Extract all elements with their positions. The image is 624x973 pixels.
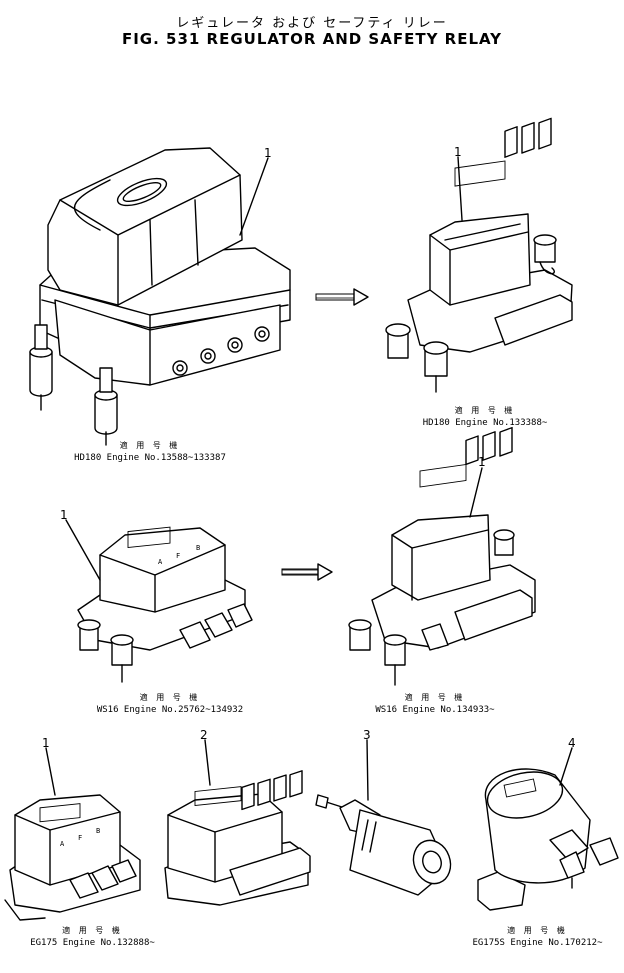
caption-engine-range: HD180 Engine No.13588~133387	[74, 453, 226, 463]
caption-eg175: 適 用 号 機 EG175 Engine No.132888~	[5, 925, 180, 949]
terminal-label-f: F	[176, 552, 181, 560]
caption-ws16-new: 適 用 号 機 WS16 Engine No.134933~	[360, 692, 510, 716]
regulator-eg175	[4, 794, 141, 921]
callout-part-4: 4	[568, 736, 576, 750]
callout-part-1: 1	[478, 455, 486, 469]
caption-engine-range: WS16 Engine No.25762~134932	[96, 705, 244, 715]
caption-hd180-old: 適 用 号 機 HD180 Engine No.13588~133387	[45, 440, 255, 464]
caption-engine-range: HD180 Engine No.133388~	[422, 418, 548, 428]
terminal-label-b: B	[196, 544, 201, 552]
regulator-ws16-old	[77, 526, 253, 683]
terminal-label-a: A	[158, 558, 163, 566]
callout-part-1: 1	[60, 508, 68, 522]
terminal-label-a: A	[60, 840, 65, 848]
caption-applicable-label: 適 用 号 機	[139, 693, 201, 702]
figure-title: FIG. 531 REGULATOR AND SAFETY RELAY	[121, 30, 503, 48]
regulator-hd180-new	[385, 117, 573, 393]
caption-applicable-label: 適 用 号 機	[454, 406, 516, 415]
caption-eg175s: 適 用 号 機 EG175S Engine No.170212~	[455, 925, 620, 949]
caption-engine-range: EG175S Engine No.170212~	[472, 938, 603, 948]
leader-lines	[45, 156, 573, 801]
terminal-label-f: F	[78, 834, 83, 842]
regulator-hd180-old	[29, 147, 291, 446]
terminal-label-b: B	[96, 827, 101, 835]
callout-part-2: 2	[200, 728, 208, 742]
title-japanese: レギュレータ および セーフティ リレー	[176, 16, 448, 31]
caption-ws16-old: 適 用 号 機 WS16 Engine No.25762~134932	[70, 692, 270, 716]
safety-relay-part-4	[477, 768, 619, 911]
caption-hd180-new: 適 用 号 機 HD180 Engine No.133388~	[405, 405, 565, 429]
callout-part-1: 1	[264, 146, 272, 160]
regulator-ws16-new	[348, 426, 536, 686]
callout-part-1: 1	[454, 145, 462, 159]
caption-applicable-label: 適 用 号 機	[119, 441, 181, 450]
caption-applicable-label: 適 用 号 機	[62, 926, 123, 935]
arrow-right-icon	[315, 288, 369, 306]
caption-applicable-label: 適 用 号 機	[507, 926, 568, 935]
caption-engine-range: WS16 Engine No.134933~	[375, 705, 495, 715]
caption-applicable-label: 適 用 号 機	[404, 693, 466, 702]
regulator-part-2	[164, 770, 311, 906]
callout-part-3: 3	[363, 728, 371, 742]
caption-engine-range: EG175 Engine No.132888~	[30, 938, 155, 948]
callout-part-1: 1	[42, 736, 50, 750]
arrow-right-icon	[281, 563, 333, 581]
safety-relay-part-3	[315, 794, 452, 896]
